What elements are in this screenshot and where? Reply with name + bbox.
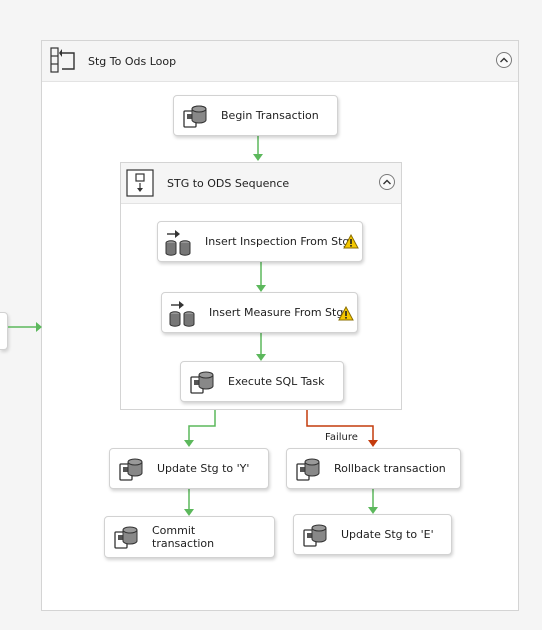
sql-task-icon bbox=[296, 458, 320, 481]
sql-task-icon bbox=[183, 105, 207, 128]
task-label: Rollback transaction bbox=[334, 462, 446, 475]
failure-label: Failure bbox=[325, 432, 358, 443]
chevron-up-icon bbox=[500, 57, 508, 63]
task-label: Execute SQL Task bbox=[228, 375, 325, 388]
task-label: Commit transaction bbox=[152, 524, 215, 550]
previous-task-stub[interactable] bbox=[0, 312, 8, 350]
task-execute-sql[interactable]: Execute SQL Task bbox=[180, 361, 344, 402]
loop-header[interactable]: Stg To Ods Loop bbox=[42, 41, 518, 82]
task-insert-inspection[interactable]: Insert Inspection From Stg bbox=[157, 221, 363, 262]
loop-collapse-button[interactable] bbox=[496, 52, 512, 68]
foreach-loop-icon bbox=[50, 47, 75, 73]
data-flow-task-icon bbox=[169, 301, 195, 327]
task-update-stg-e[interactable]: Update Stg to 'E' bbox=[293, 514, 452, 555]
task-label: Update Stg to 'Y' bbox=[157, 462, 250, 475]
chevron-up-icon bbox=[383, 179, 391, 185]
task-update-stg-y[interactable]: Update Stg to 'Y' bbox=[109, 448, 269, 489]
sql-task-icon bbox=[119, 458, 143, 481]
task-begin-transaction[interactable]: Begin Transaction bbox=[173, 95, 338, 136]
connector-sequence-success[interactable] bbox=[188, 410, 216, 441]
warning-icon bbox=[338, 306, 354, 321]
task-commit-transaction[interactable]: Commit transaction bbox=[104, 516, 275, 558]
sql-task-icon bbox=[190, 371, 214, 394]
connector-sequence-failure[interactable] bbox=[306, 410, 374, 441]
sequence-container-icon bbox=[126, 169, 154, 197]
warning-icon bbox=[343, 234, 359, 249]
sequence-collapse-button[interactable] bbox=[379, 174, 395, 190]
loop-title: Stg To Ods Loop bbox=[88, 55, 177, 68]
sql-task-icon bbox=[303, 524, 327, 547]
task-label: Insert Measure From Stg bbox=[209, 306, 344, 319]
data-flow-task-icon bbox=[165, 230, 191, 256]
task-label: Begin Transaction bbox=[221, 109, 319, 122]
task-label: Insert Inspection From Stg bbox=[205, 235, 350, 248]
sequence-title: STG to ODS Sequence bbox=[167, 177, 290, 190]
task-rollback-transaction[interactable]: Rollback transaction bbox=[286, 448, 461, 489]
task-label: Update Stg to 'E' bbox=[341, 528, 434, 541]
sequence-header[interactable]: STG to ODS Sequence bbox=[121, 163, 401, 204]
task-insert-measure[interactable]: Insert Measure From Stg bbox=[161, 292, 358, 333]
sql-task-icon bbox=[114, 526, 138, 549]
